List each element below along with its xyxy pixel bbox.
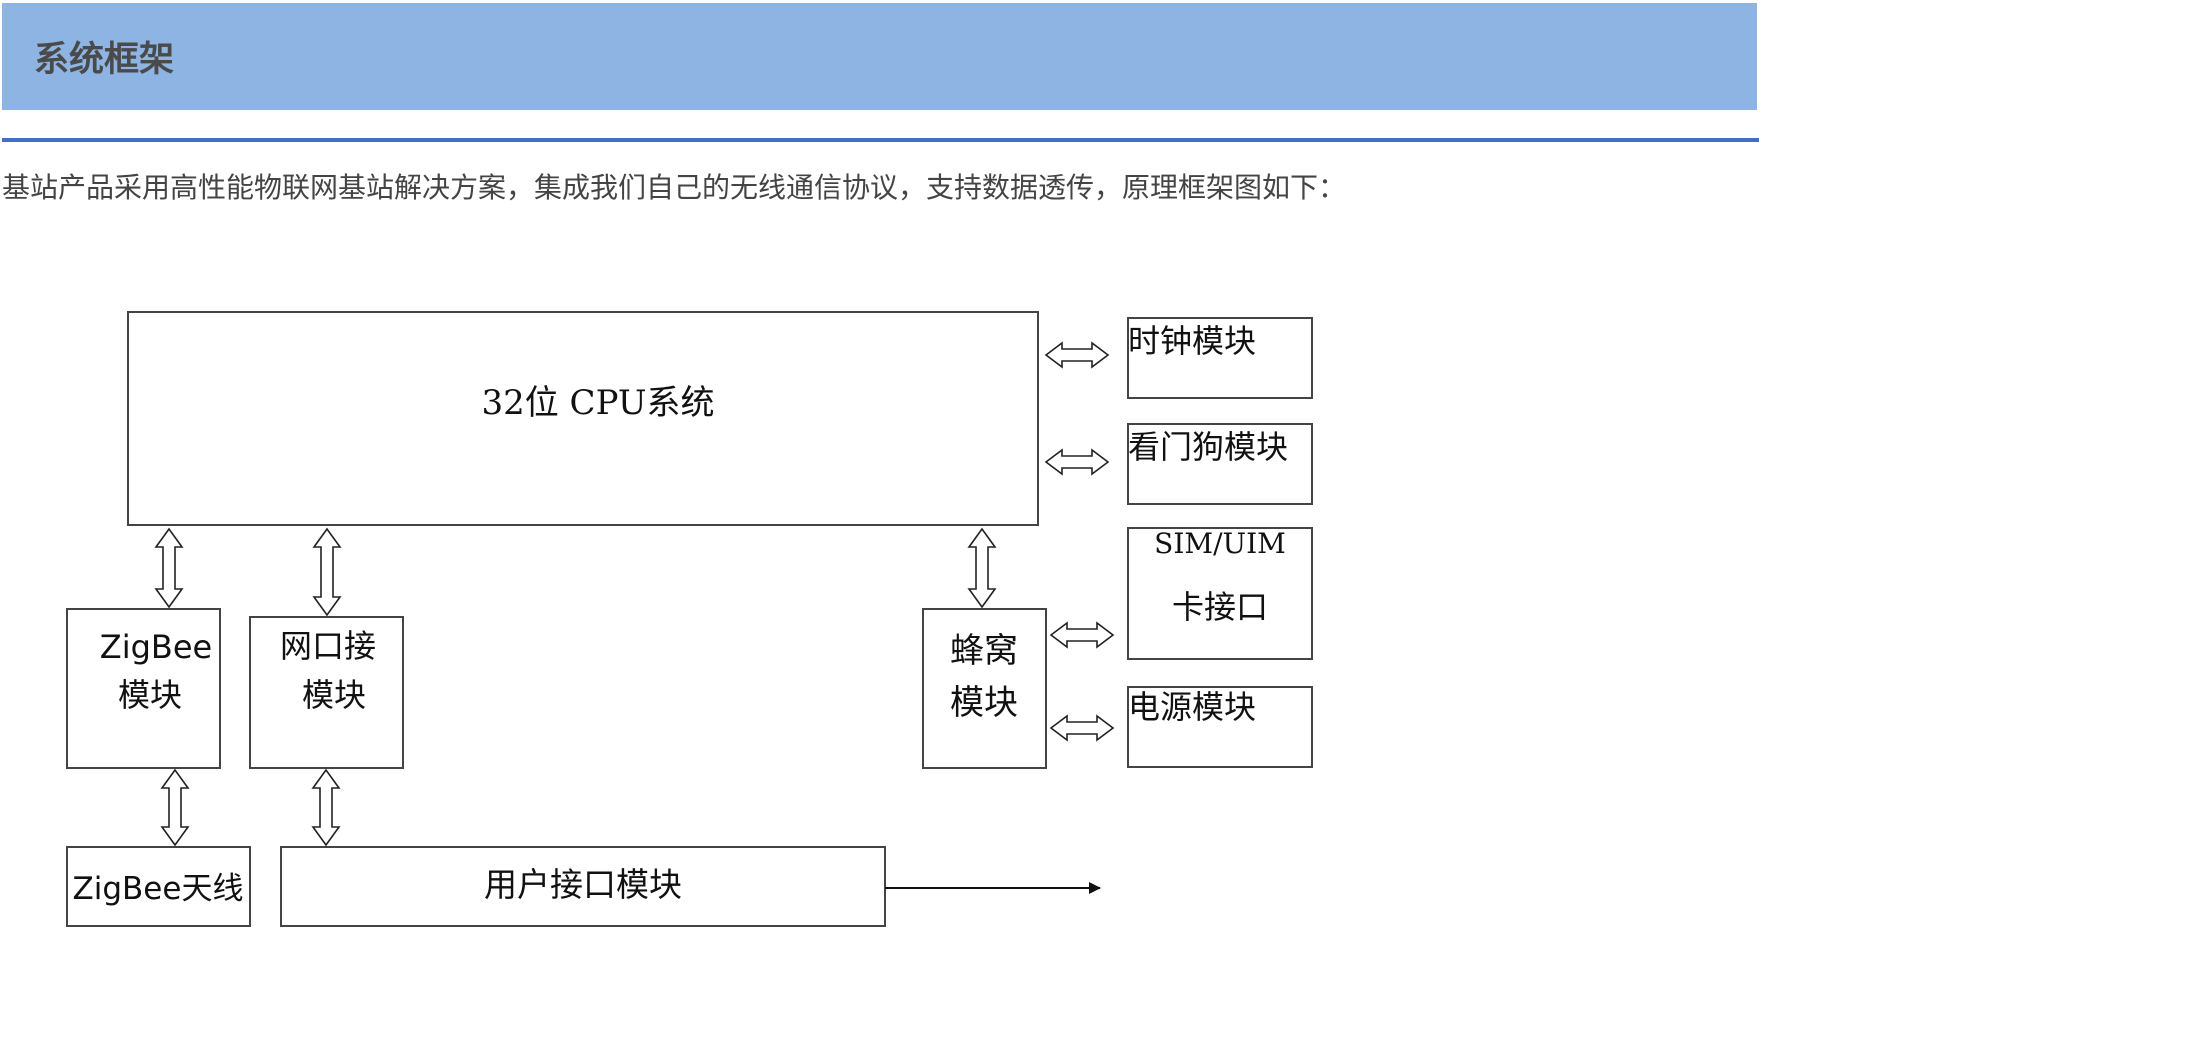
power-module-block: 电源模块 [1127, 686, 1313, 768]
header-divider [2, 138, 1759, 142]
zigbee-antenna-block: ZigBee天线 [66, 846, 251, 927]
user-interface-block: 用户接口模块 [280, 846, 886, 927]
ethernet-module-block: 网口接 模块 [249, 616, 404, 769]
cellular-sim-double-arrow [1049, 621, 1115, 649]
power-module-label: 电源模块 [1128, 688, 1256, 726]
cpu-system-block: 32位 CPU系统 [127, 311, 1039, 526]
ethernet-module-label-line1: 网口接 [280, 627, 376, 665]
cpu-clock-double-arrow [1044, 341, 1110, 369]
zigbee-module-label-line2: 模块 [118, 676, 182, 714]
section-header-bar: 系统框架 [2, 3, 1757, 110]
zigbee-module-block: ZigBee 模块 [66, 608, 221, 769]
zigbee-module-label-line1: ZigBee [100, 628, 212, 666]
user-interface-label: 用户接口模块 [484, 865, 682, 904]
cellular-module-label-line1: 蜂窝 [950, 631, 1018, 671]
cellular-module-block: 蜂窝 模块 [922, 608, 1047, 769]
cpu-system-label: 32位 CPU系统 [481, 383, 714, 423]
zigbee-antenna-label: ZigBee天线 [73, 871, 244, 907]
cpu-zigbee-double-arrow [154, 527, 184, 609]
clock-module-label: 时钟模块 [1128, 322, 1256, 360]
section-title: 系统框架 [34, 40, 175, 80]
watchdog-module-label: 看门狗模块 [1128, 428, 1288, 466]
cellular-module-label-line2: 模块 [950, 683, 1018, 723]
zigbee-antenna-double-arrow [160, 768, 190, 847]
intro-paragraph: 基站产品采用高性能物联网基站解决方案，集成我们自己的无线通信协议，支持数据透传，… [2, 171, 1347, 204]
sim-interface-label-line2: 卡接口 [1172, 588, 1268, 626]
cpu-watchdog-double-arrow [1044, 448, 1110, 476]
watchdog-module-block: 看门狗模块 [1127, 423, 1313, 505]
sim-interface-label-line1: SIM/UIM [1154, 527, 1286, 560]
cpu-cellular-double-arrow [967, 527, 997, 609]
ethernet-module-label-line2: 模块 [302, 676, 366, 714]
ethernet-user-double-arrow [311, 768, 341, 847]
cpu-ethernet-double-arrow [312, 527, 342, 617]
clock-module-block: 时钟模块 [1127, 317, 1313, 399]
sim-interface-block: SIM/UIM 卡接口 [1127, 527, 1313, 660]
cellular-power-double-arrow [1049, 714, 1115, 742]
